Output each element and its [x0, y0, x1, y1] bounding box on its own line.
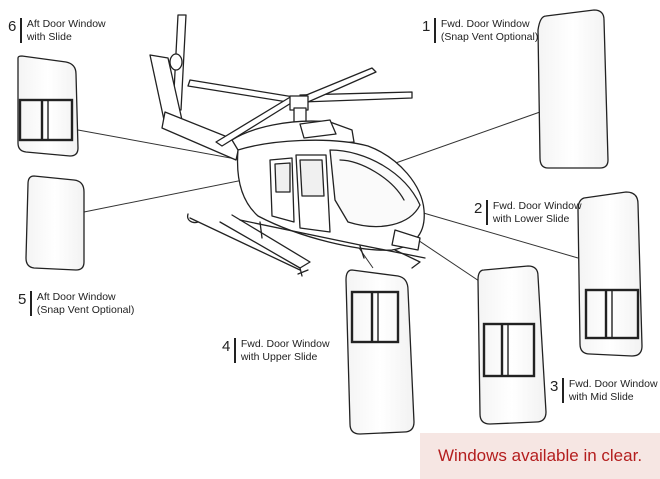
callout-5: 5 Aft Door Window (Snap Vent Optional) [18, 291, 134, 316]
callout-2: 2 Fwd. Door Window with Lower Slide [474, 200, 582, 225]
callout-1-line1: Fwd. Door Window [440, 18, 530, 30]
window-1-fwd-snap-vent [537, 9, 609, 169]
callout-4-line2: with Upper Slide [240, 350, 318, 363]
callout-1-divider [434, 18, 436, 43]
availability-note: Windows available in clear. [420, 433, 660, 479]
callout-6-divider [20, 18, 22, 43]
callout-1-line2: (Snap Vent Optional) [440, 30, 539, 43]
callout-3-line2: with Mid Slide [568, 390, 634, 403]
callout-1: 1 Fwd. Door Window (Snap Vent Optional) [422, 18, 538, 43]
callout-4-number: 4 [222, 338, 231, 355]
callout-6-line2: with Slide [26, 30, 72, 43]
callout-2-number: 2 [474, 200, 483, 217]
callout-1-number: 1 [422, 18, 431, 35]
callout-6: 6 Aft Door Window with Slide [8, 18, 106, 43]
callout-3-divider [562, 378, 564, 403]
callout-6-number: 6 [8, 18, 17, 35]
window-3-fwd-mid-slide [477, 265, 547, 425]
callout-4: 4 Fwd. Door Window with Upper Slide [222, 338, 330, 363]
callout-3: 3 Fwd. Door Window with Mid Slide [550, 378, 658, 403]
window-4-fwd-upper-slide [345, 269, 415, 435]
callout-5-divider [30, 291, 32, 316]
callout-2-line1: Fwd. Door Window [492, 200, 582, 212]
callout-4-divider [234, 338, 236, 363]
window-5-aft-snap-vent [25, 175, 85, 271]
callout-3-line1: Fwd. Door Window [568, 378, 658, 390]
callout-5-line1: Aft Door Window [36, 291, 116, 303]
window-6-aft-slide [17, 55, 79, 157]
helicopter [149, 14, 426, 277]
callout-5-number: 5 [18, 291, 27, 308]
callout-5-line2: (Snap Vent Optional) [36, 303, 135, 316]
callout-2-line2: with Lower Slide [492, 212, 570, 225]
availability-note-text: Windows available in clear. [437, 446, 643, 465]
callout-6-line1: Aft Door Window [26, 18, 106, 30]
callout-4-line1: Fwd. Door Window [240, 338, 330, 350]
callout-3-number: 3 [550, 378, 559, 395]
window-2-fwd-lower-slide [577, 191, 643, 357]
callout-2-divider [486, 200, 488, 225]
